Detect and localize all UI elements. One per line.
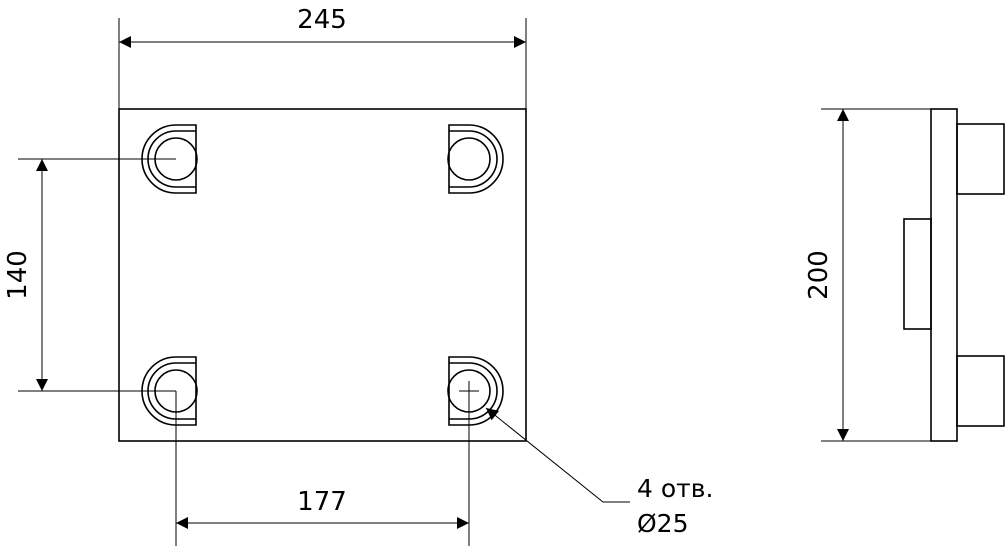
hole-count-label: 4 отв.: [637, 474, 713, 503]
plate-outline: [118, 108, 527, 442]
hole-callout: 4 отв. Ø25: [485, 407, 713, 538]
side-lug-bottom: [956, 355, 1005, 427]
side-view: [903, 108, 1005, 442]
dimension-top-width-label: 245: [297, 5, 347, 35]
dimension-bottom-width-label: 177: [297, 487, 347, 517]
dimension-bottom-width: 177: [175, 391, 470, 546]
slot-top-right: [447, 124, 504, 194]
front-view: [118, 108, 527, 442]
dimension-left-height: 140: [3, 158, 176, 392]
dimension-side-height: 200: [804, 108, 931, 442]
side-center-boss: [903, 218, 932, 330]
dimension-top-width: 245: [118, 5, 527, 109]
hole-top-right: [447, 137, 491, 181]
side-plate: [930, 108, 958, 442]
side-lug-top: [956, 123, 1005, 195]
dimension-left-height-label: 140: [3, 250, 33, 300]
dimension-side-height-label: 200: [804, 250, 834, 300]
hole-diameter-label: Ø25: [637, 509, 689, 538]
